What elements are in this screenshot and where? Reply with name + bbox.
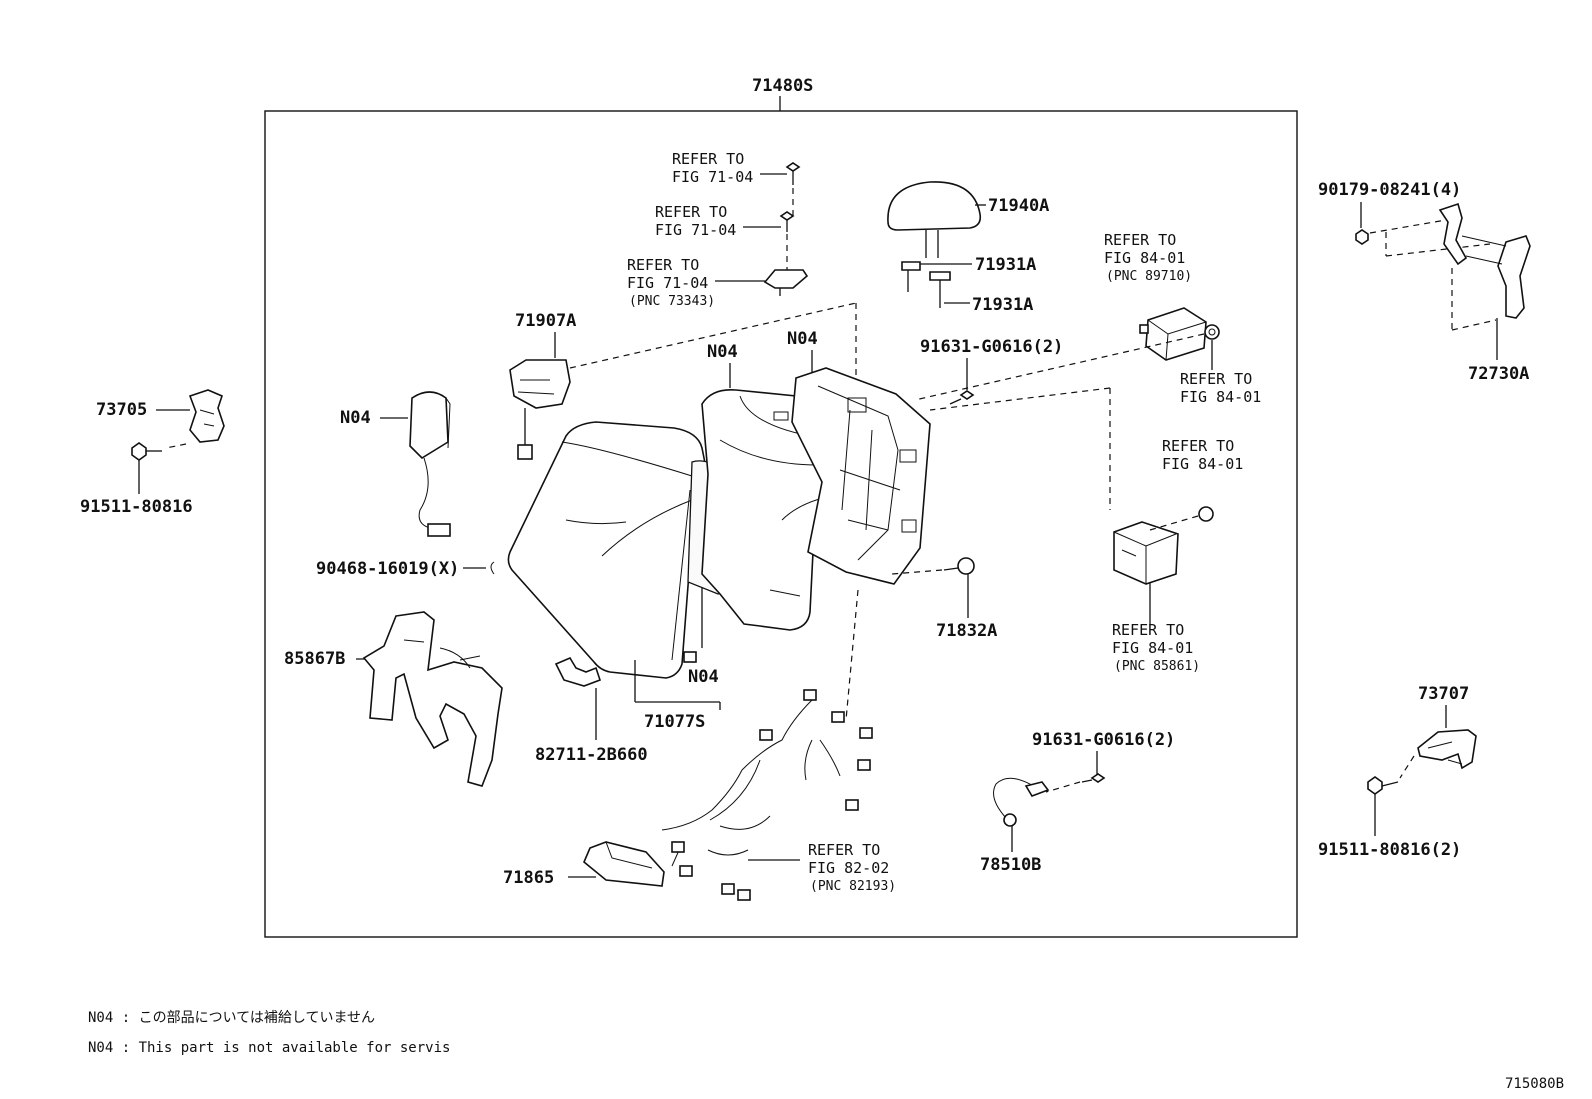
n04-label[interactable]: N04 [787, 329, 818, 349]
bolt-icon[interactable] [779, 211, 795, 232]
pnc-89710: (PNC 89710) [1106, 269, 1192, 284]
refer-fig-84-01-line1: REFER TO [1112, 621, 1184, 639]
seat-cover-pad-icon[interactable] [583, 841, 665, 887]
seatback-cushion-icon[interactable] [507, 421, 707, 679]
figure-id: 715080B [1505, 1076, 1564, 1092]
pnc-85861: (PNC 85861) [1114, 659, 1200, 674]
refer-fig-84-01-line2[interactable]: FIG 84-01 [1104, 249, 1185, 267]
headrest-support-icon[interactable] [901, 261, 921, 292]
clip-icon[interactable] [943, 557, 975, 575]
nut-icon[interactable] [1355, 229, 1369, 245]
part-71931A-label[interactable]: 71931A [975, 255, 1036, 275]
part-90179-08241-label[interactable]: 90179-08241(4) [1318, 180, 1461, 200]
n04-label[interactable]: N04 [340, 408, 371, 428]
part-71931A-label[interactable]: 71931A [972, 295, 1033, 315]
refer-fig-71-04-line2[interactable]: FIG 71-04 [655, 221, 736, 239]
assembly-frame [264, 110, 1298, 938]
wire-sensor-icon[interactable] [993, 777, 1050, 827]
refer-fig-84-01-line1: REFER TO [1104, 231, 1176, 249]
heater-harness-icon[interactable] [362, 611, 503, 787]
part-73707-label[interactable]: 73707 [1418, 684, 1469, 704]
side-airbag-icon[interactable] [409, 391, 451, 537]
pnc-82193: (PNC 82193) [810, 879, 896, 894]
part-91511-80816-label[interactable]: 91511-80816 [80, 497, 193, 517]
note-japanese: N04 : この部品については補給していません [88, 1010, 375, 1026]
bolt-icon[interactable] [131, 442, 162, 461]
pnc-73343: (PNC 73343) [629, 294, 715, 309]
part-91631-G0616-label[interactable]: 91631-G0616(2) [920, 337, 1063, 357]
headrest-icon[interactable] [887, 181, 982, 258]
bolt-icon[interactable] [949, 390, 975, 405]
part-71940A-label[interactable]: 71940A [988, 196, 1049, 216]
sensor-module-icon[interactable] [1139, 307, 1207, 361]
part-71832A-label[interactable]: 71832A [936, 621, 997, 641]
sensor-module-icon[interactable] [1113, 521, 1179, 585]
refer-fig-84-01-line2[interactable]: FIG 84-01 [1180, 388, 1261, 406]
part-78510B-label[interactable]: 78510B [980, 855, 1041, 875]
refer-fig-71-04-line2[interactable]: FIG 71-04 [672, 168, 753, 186]
seatback-lock-icon[interactable] [509, 359, 571, 460]
refer-fig-84-01-line1: REFER TO [1162, 437, 1234, 455]
assembly-label[interactable]: 71480S [752, 76, 813, 96]
nut-icon[interactable] [1198, 506, 1214, 522]
refer-fig-82-02-line2[interactable]: FIG 82-02 [808, 859, 889, 877]
n04-label[interactable]: N04 [688, 667, 719, 687]
bolt-icon[interactable] [1081, 773, 1106, 783]
headrest-support-icon[interactable] [929, 271, 951, 308]
bolt-icon[interactable] [785, 162, 801, 185]
bracket-icon[interactable] [188, 389, 225, 443]
seatback-frame-icon[interactable] [791, 367, 931, 585]
n04-label[interactable]: N04 [707, 342, 738, 362]
part-73705-label[interactable]: 73705 [96, 400, 147, 420]
refer-fig-84-01-line1: REFER TO [1180, 370, 1252, 388]
refer-fig-71-04-line2[interactable]: FIG 71-04 [627, 274, 708, 292]
part-91511-80816-label[interactable]: 91511-80816(2) [1318, 840, 1461, 860]
part-71077S-label[interactable]: 71077S [644, 712, 705, 732]
clip-icon[interactable] [554, 656, 602, 687]
part-90468-16019-label[interactable]: 90468-16019(X) [316, 559, 459, 579]
bracket-icon[interactable] [763, 269, 809, 296]
refer-fig-71-04-line1: REFER TO [672, 150, 744, 168]
bracket-icon[interactable] [1417, 729, 1477, 770]
part-71907A-label[interactable]: 71907A [515, 311, 576, 331]
note-english: N04 : This part is not available for ser… [88, 1040, 450, 1056]
refer-fig-71-04-line1: REFER TO [627, 256, 699, 274]
part-91631-G0616-label[interactable]: 91631-G0616(2) [1032, 730, 1175, 750]
wire-harness-icon[interactable] [661, 689, 873, 901]
nut-icon[interactable] [1204, 324, 1220, 340]
part-85867B-label[interactable]: 85867B [284, 649, 345, 669]
seat-rail-bracket-icon[interactable] [1438, 202, 1531, 319]
refer-fig-84-01-line2[interactable]: FIG 84-01 [1112, 639, 1193, 657]
refer-fig-82-02-line1: REFER TO [808, 841, 880, 859]
refer-fig-84-01-line2[interactable]: FIG 84-01 [1162, 455, 1243, 473]
refer-fig-71-04-line1: REFER TO [655, 203, 727, 221]
part-72730A-label[interactable]: 72730A [1468, 364, 1529, 384]
part-71865-label[interactable]: 71865 [503, 868, 554, 888]
part-82711-2B660-label[interactable]: 82711-2B660 [535, 745, 648, 765]
bolt-icon[interactable] [1367, 776, 1399, 795]
